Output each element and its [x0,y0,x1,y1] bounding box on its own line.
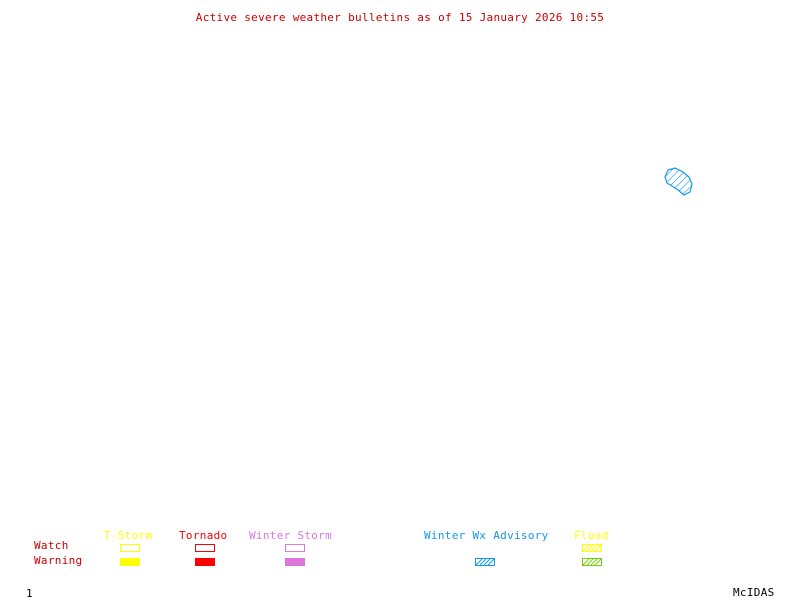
tstorm-warning-swatch [120,558,140,566]
winter-wx-advisory-area [664,167,693,196]
legend-header-tstorm: T-Storm [104,529,153,542]
legend-header-winter-storm: Winter Storm [249,529,333,542]
tornado-watch-swatch [195,544,215,552]
flood-warning-swatch [582,558,602,566]
tstorm-watch-swatch [120,544,140,552]
legend-header-winter-wx-advisory: Winter Wx Advisory [424,529,549,542]
software-label: McIDAS [733,586,775,599]
winter-storm-watch-swatch [285,544,305,552]
frame-number: 1 [26,587,33,600]
winter-storm-warning-swatch [285,558,305,566]
legend-header-flood: Flood [574,529,609,542]
legend-row-warning: Warning [34,554,83,567]
winter-wx-advisory-swatch [475,558,495,566]
flood-watch-swatch [582,544,602,552]
tornado-warning-swatch [195,558,215,566]
legend-row-watch: Watch [34,539,69,552]
legend-header-tornado: Tornado [179,529,228,542]
bulletin-title: Active severe weather bulletins as of 15… [195,11,605,24]
